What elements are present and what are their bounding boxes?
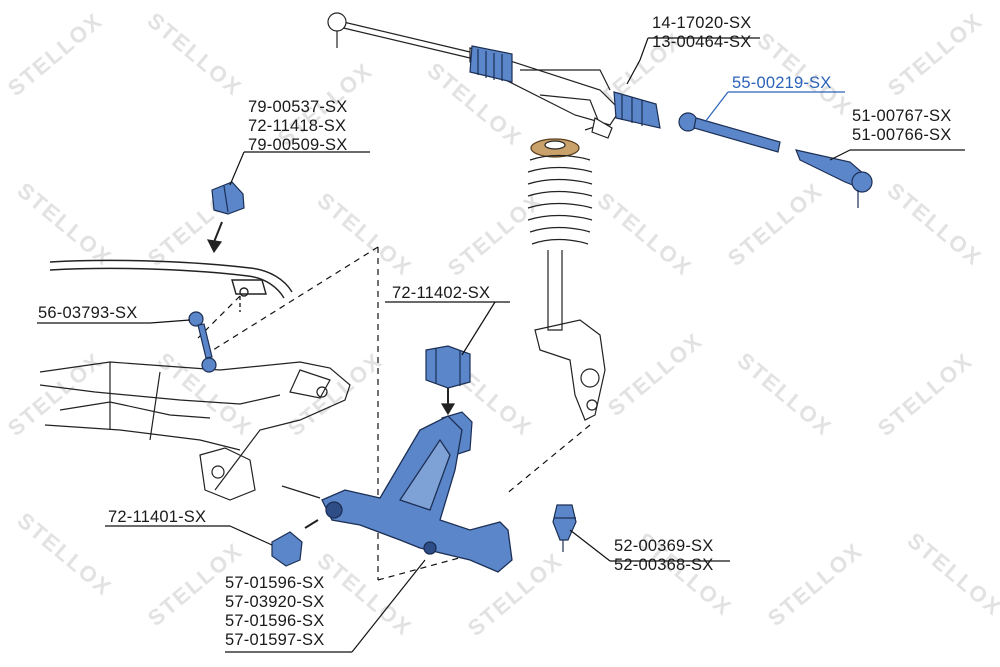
- leader-lines: [37, 37, 965, 653]
- watermark-text: STELLOX: [763, 538, 868, 631]
- part-number: 55-00219-SX: [732, 74, 832, 92]
- stabilizer-link-drawing: [188, 311, 217, 373]
- callout-front-arm-bushing: 72-11401-SX: [108, 508, 206, 527]
- part-number: 72-11418-SX: [248, 117, 347, 135]
- part-number: 14-17020-SX: [652, 14, 752, 32]
- watermark-text: STELLOX: [733, 348, 838, 441]
- part-number: 51-00766-SX: [852, 126, 952, 144]
- watermark-text: STELLOX: [143, 8, 248, 101]
- callout-steering-rack: 14-17020-SX 13-00464-SX: [652, 14, 751, 52]
- watermark-text: STELLOX: [3, 8, 108, 101]
- watermark-text: STELLOX: [313, 188, 418, 281]
- tie-rod-end-drawing: [795, 149, 873, 208]
- part-number: 79-00537-SX: [248, 98, 348, 116]
- part-number: 57-03920-SX: [225, 593, 325, 611]
- part-number: 51-00767-SX: [852, 107, 952, 125]
- watermark-text: STELLOX: [13, 508, 118, 601]
- watermark-text: STELLOX: [903, 528, 1000, 621]
- subframe-drawing: [39, 361, 351, 501]
- callout-tie-rod-end: 51-00767-SX 51-00766-SX: [852, 107, 951, 145]
- callout-control-arm: 57-01596-SX 57-03920-SX 57-01596-SX 57-0…: [225, 574, 324, 650]
- callout-stabilizer-bushing: 79-00537-SX 72-11418-SX 79-00509-SX: [248, 98, 347, 155]
- ball-joint-drawing: [552, 504, 577, 552]
- part-number: 52-00369-SX: [614, 537, 714, 555]
- part-number: 57-01597-SX: [225, 631, 325, 649]
- control-arm-drawing: [321, 415, 513, 573]
- part-number: 72-11401-SX: [108, 508, 207, 526]
- stabilizer-bar-drawing: [49, 259, 293, 312]
- part-number: 13-00464-SX: [652, 33, 752, 51]
- front-arm-bushing-drawing: [271, 531, 303, 567]
- stabilizer-bushing-drawing: [211, 181, 245, 215]
- part-number: 57-01596-SX: [225, 612, 325, 630]
- watermark-text: STELLOX: [443, 188, 548, 281]
- part-number: 56-03793-SX: [38, 304, 138, 322]
- watermark-text: STELLOX: [723, 178, 828, 271]
- watermark-text: STELLOX: [593, 188, 698, 281]
- part-number: 57-01596-SX: [225, 574, 325, 592]
- callout-rear-arm-bushing: 72-11402-SX: [392, 284, 490, 303]
- steering-rack-drawing: [327, 12, 661, 139]
- assembly-arrows: [206, 221, 456, 529]
- part-number: 52-00368-SX: [614, 556, 714, 574]
- watermark-text: STELLOX: [603, 328, 708, 421]
- callout-inner-tie-rod: 55-00219-SX: [732, 74, 831, 93]
- watermark-text: STELLOX: [13, 178, 118, 271]
- strut-assembly-drawing: [527, 138, 606, 421]
- watermark-text: STELLOX: [313, 548, 418, 641]
- callout-ball-joint: 52-00369-SX 52-00368-SX: [614, 537, 713, 575]
- watermark-text: STELLOX: [873, 348, 978, 441]
- watermark-text: STELLOX: [883, 178, 988, 271]
- watermark-text: STELLOX: [883, 8, 988, 101]
- watermark-text: STELLOX: [3, 348, 108, 441]
- callout-stabilizer-link: 56-03793-SX: [38, 304, 137, 323]
- inner-tie-rod-drawing: [678, 112, 781, 153]
- part-number: 79-00509-SX: [248, 136, 348, 154]
- part-number: 72-11402-SX: [392, 284, 491, 302]
